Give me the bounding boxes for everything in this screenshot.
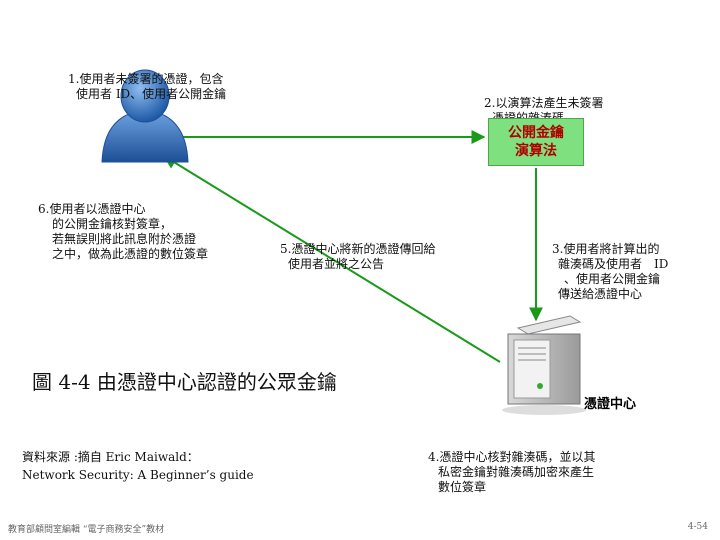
footer-source: 教育部顧問室編輯 “電子商務安全”教材 <box>8 525 165 535</box>
step4-label: 4.憑證中心核對雜湊碼，並以其私密金鑰對雜湊碼加密來產生數位簽章 <box>428 450 596 494</box>
step3-label: 3.使用者將計算出的雜湊碼及使用者 ID、使用者公開金鑰傳送給憑證中心 <box>552 242 669 301</box>
page-number: 4-54 <box>687 522 708 532</box>
public-key-algorithm-box: 公開金鑰 演算法 <box>488 118 584 166</box>
figure-title: 圖 4-4 由憑證中心認證的公眾金鑰 <box>32 370 337 394</box>
step6-label: 6.使用者以憑證中心的公開金鑰核對簽章，若無誤則將此訊息附於憑證之中，做為此憑證… <box>38 202 209 261</box>
arrow-server-to-user <box>162 155 501 363</box>
user-icon <box>101 69 189 163</box>
server-label: 憑證中心 <box>584 397 637 412</box>
server-icon <box>502 315 586 415</box>
source-citation: 資料來源 :摘自 Eric Maiwald：Network Security: … <box>22 450 254 482</box>
step5-label: 5.憑證中心將新的憑證傳回給使用者並將之公告 <box>280 242 436 271</box>
step1-label: 1.使用者未簽署的憑證，包含使用者 ID、使用者公開金鑰 <box>68 72 227 101</box>
